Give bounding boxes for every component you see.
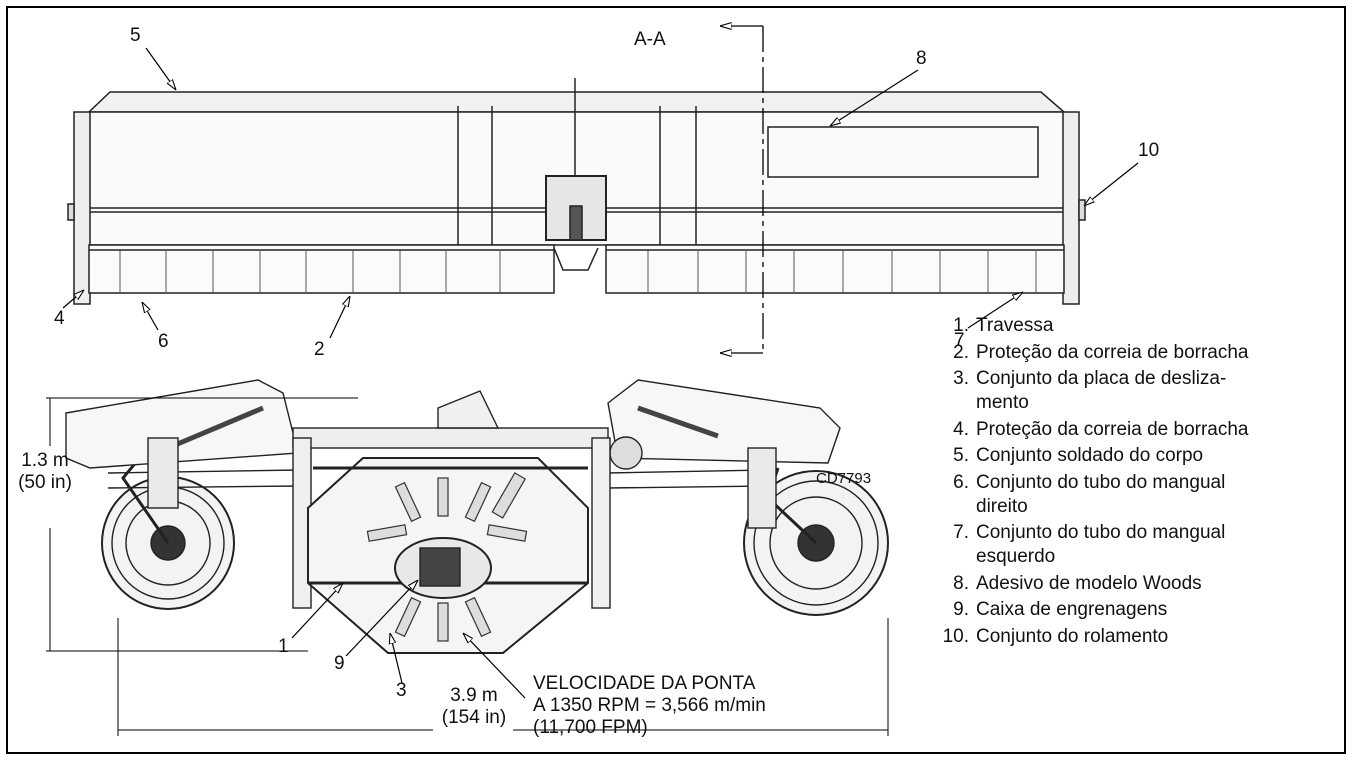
callout-5: 5 — [130, 25, 141, 46]
height-imperial: (50 in) — [18, 471, 72, 493]
height-dimension: 1.3 m (50 in) — [8, 450, 82, 494]
callout-4: 4 — [54, 308, 65, 329]
width-metric: 3.9 m — [450, 685, 498, 706]
callout-8: 8 — [916, 48, 927, 69]
legend-item: 4. Proteção da correia de borracha — [938, 418, 1344, 442]
legend-item-text: Conjunto soldado do corpo — [976, 445, 1204, 466]
legend-item-text: Conjunto do tubo do mangual direito — [976, 471, 1226, 517]
legend-item-text: Proteção da correia de borracha — [976, 341, 1249, 363]
flail-knives — [366, 472, 528, 642]
belt-shield-right — [605, 244, 1065, 294]
callout-6: 6 — [158, 331, 169, 352]
tip-speed-note: VELOCIDADE DA PONTA A 1350 RPM = 3,566 m… — [533, 673, 766, 739]
legend-item: 8. Adesivo de modelo Woods — [938, 572, 1344, 596]
legend-item: 9. Caixa de engrenagens — [938, 598, 1344, 622]
side-view — [65, 379, 889, 654]
legend-item-number: 7. — [953, 522, 969, 543]
legend-item-text: Caixa de engrenagens — [976, 599, 1168, 620]
legend-item: 7. Conjunto do tubo do mangual esquerdo — [938, 521, 1344, 569]
legend-item-number: 5. — [953, 445, 969, 466]
callout-10: 10 — [1138, 140, 1160, 161]
callout-2: 2 — [314, 339, 325, 360]
tip-speed-line1: VELOCIDADE DA PONTA — [533, 673, 756, 694]
callout-7: 7 — [954, 330, 965, 351]
belt-shield-left — [88, 244, 555, 294]
drawing-code: CD7793 — [816, 470, 872, 487]
left-end-plate — [73, 111, 91, 305]
legend-item-text: Travessa — [976, 315, 1054, 336]
height-metric: 1.3 m — [21, 450, 69, 471]
legend-item: 6. Conjunto do tubo do mangual direito — [938, 471, 1344, 519]
legend-item-number: 10. — [942, 625, 969, 647]
legend-item-number: 4. — [953, 418, 969, 440]
legend-item-text: Conjunto do rolamento — [976, 625, 1169, 647]
legend-item-text: Proteção da correia de borracha — [976, 418, 1249, 440]
legend-item-text: Conjunto do tubo do mangual esquerdo — [976, 522, 1226, 567]
legend-item-number: 8. — [953, 572, 969, 594]
dimension-lines — [46, 397, 889, 736]
legend-item-number: 3. — [953, 368, 969, 389]
section-label: A-A — [634, 29, 666, 50]
legend-item-number: 1. — [953, 315, 969, 336]
callout-9: 9 — [334, 653, 345, 674]
legend-item-text: Adesivo de modelo Woods — [976, 572, 1202, 594]
legend-item: 2. Proteção da correia de borracha — [938, 341, 1344, 365]
callout-3: 3 — [396, 680, 407, 701]
top-view — [67, 26, 1086, 353]
legend-item: 3. Conjunto da placa de desliza- mento — [938, 367, 1344, 415]
tip-speed-line3: (11,700 FPM) — [533, 716, 648, 738]
technical-drawing — [46, 8, 1139, 736]
legend-item: 10. Conjunto do rolamento — [938, 625, 1344, 649]
legend-item-number: 9. — [953, 599, 969, 620]
legend-item-number: 6. — [953, 471, 969, 493]
callout-1: 1 — [278, 636, 289, 657]
tip-speed-line2: A 1350 RPM = 3,566 m/min — [533, 694, 766, 716]
legend-item: 1. Travessa — [938, 314, 1344, 338]
body-top-plate — [87, 91, 1067, 113]
right-end-plate — [1062, 111, 1080, 305]
main-frame — [292, 427, 609, 449]
parts-legend: 1. Travessa 2. Proteção da correia de borra… — [938, 314, 1344, 651]
width-imperial: (154 in) — [441, 706, 507, 728]
legend-item-number: 2. — [953, 341, 969, 363]
leaders-top — [62, 47, 1139, 339]
legend-item-text: Conjunto da placa de desliza- mento — [976, 368, 1227, 413]
figure-frame: A-A CD7793 5 8 10 4 6 2 7 1 9 3 1.3 m (5… — [6, 6, 1346, 754]
model-decal-area — [767, 126, 1039, 178]
legend-item: 5. Conjunto soldado do corpo — [938, 444, 1344, 468]
width-dimension: 3.9 m (154 in) — [432, 685, 516, 729]
leaders-side — [291, 580, 526, 699]
